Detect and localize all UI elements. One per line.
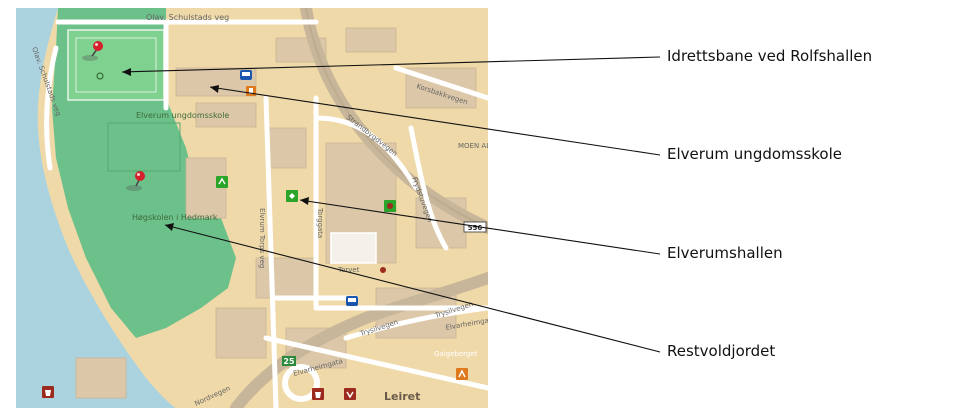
callout-idrettsbane: Idrettsbane ved Rolfshallen	[667, 47, 873, 65]
street-label: Elvrum Torps veg	[258, 208, 266, 268]
arrow-head-icon	[122, 68, 131, 76]
town-square	[330, 232, 377, 264]
food-icon[interactable]	[456, 368, 468, 380]
shop-icon[interactable]	[344, 388, 356, 400]
poi-dot-icon[interactable]	[96, 72, 104, 80]
map-canvas[interactable]: 25 556 Olav. Schulstads veg Olav. Schuls…	[16, 8, 488, 408]
field-outline	[107, 122, 181, 172]
roundabout	[282, 364, 320, 402]
callout-line-ungdomsskole	[209, 86, 661, 156]
poi-dot-icon[interactable]	[380, 267, 386, 273]
shop-icon[interactable]	[312, 388, 324, 400]
callout-restvoldjordet: Restvoldjordet	[667, 342, 776, 360]
road-shield-25: 25	[282, 356, 296, 366]
callout-line-idrettsbane	[121, 56, 661, 73]
street-label: MOEN AL	[458, 142, 488, 150]
major-roads-casing	[305, 8, 488, 229]
sports-centre-icon[interactable]	[216, 176, 228, 188]
callout-ungdomsskole: Elverum ungdomsskole	[667, 145, 843, 163]
map-panel[interactable]: 25 556 Olav. Schulstads veg Olav. Schuls…	[16, 8, 488, 408]
shop-icon[interactable]	[42, 386, 54, 398]
street-label: Gaigeberget	[434, 350, 478, 358]
sports-hall-icon[interactable]	[286, 190, 298, 202]
river	[16, 8, 176, 408]
callout-line-elverumshallen	[299, 199, 661, 255]
road-shield-556: 556	[463, 221, 487, 233]
arrow-head-icon	[210, 85, 219, 93]
poi-label-hogskolen: Høgskolen i Hedmark	[132, 213, 218, 222]
arrow-head-icon	[300, 197, 309, 205]
sports-pitch-inner	[75, 37, 157, 93]
minor-roads	[44, 19, 488, 408]
poi-label-ungdomsskole: Elverum ungdomsskole	[136, 111, 229, 120]
sports-pitch	[67, 29, 165, 101]
street-label: Torggata	[316, 207, 324, 238]
bus-icon[interactable]	[346, 296, 358, 306]
arrow-head-icon	[165, 223, 174, 231]
poi-label-leiret: Leiret	[384, 390, 420, 403]
street-label: Olav. Schulstads veg	[146, 13, 229, 22]
pushpin-icon[interactable]	[126, 171, 145, 191]
road-shield-556-label: 556	[468, 224, 483, 232]
leisure-icon[interactable]	[384, 200, 396, 212]
road-shield-25-label: 25	[283, 357, 295, 366]
callout-elverumshallen: Elverumshallen	[667, 244, 783, 262]
street-label: Torvet	[337, 266, 360, 274]
bus-icon[interactable]	[240, 70, 252, 80]
callout-line-restvoldjordet	[164, 224, 661, 353]
pushpin-icon[interactable]	[82, 41, 103, 61]
